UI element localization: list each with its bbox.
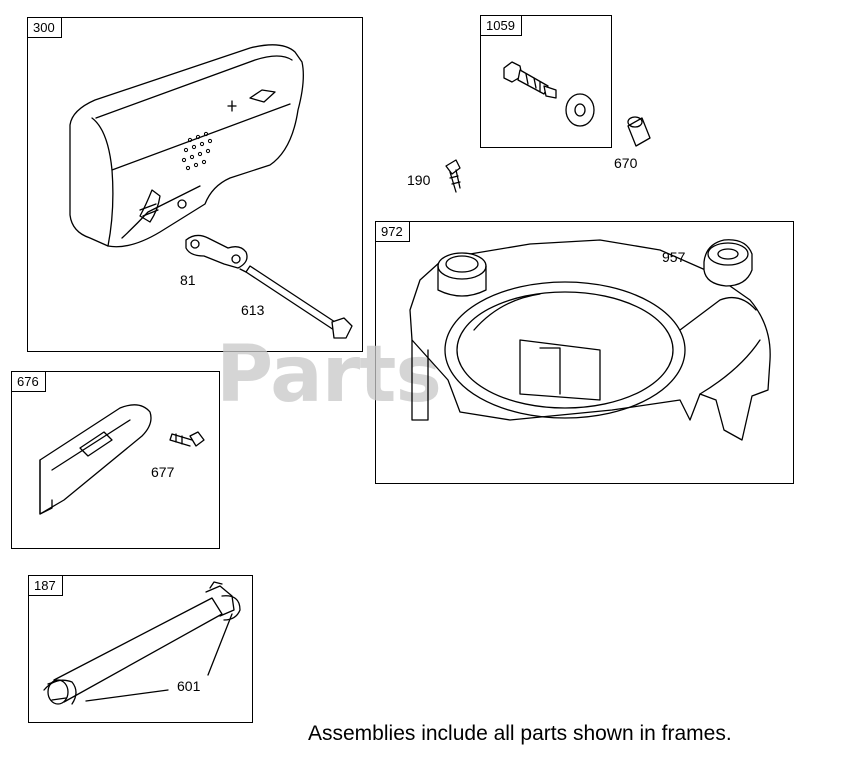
callout-613: 613	[241, 302, 265, 318]
screw-190-illustration	[445, 159, 461, 193]
fuel-cap-illustration	[703, 239, 753, 287]
frame-972: 972	[375, 221, 794, 484]
callout-677: 677	[151, 464, 175, 480]
blower-housing-illustration	[409, 239, 771, 441]
frame-tag-300: 300	[27, 17, 62, 38]
long-screw-illustration	[239, 265, 353, 339]
frame-300: 300	[27, 17, 363, 352]
shoulder-bolt-illustration	[503, 61, 557, 99]
frame-tag-972: 972	[375, 221, 410, 242]
callout-190: 190	[407, 172, 431, 188]
deflector-illustration	[39, 404, 152, 515]
muffler-illustration	[69, 44, 304, 248]
assemblies-note: Assemblies include all parts shown in fr…	[308, 722, 732, 745]
leader-lines	[85, 613, 233, 702]
frame-tag-187: 187	[28, 575, 63, 596]
frame-tag-1059: 1059	[480, 15, 522, 36]
callout-670: 670	[614, 155, 638, 171]
fuel-neck-illustration	[437, 252, 487, 297]
fuel-line-illustration	[47, 581, 235, 705]
spacer-illustration	[185, 234, 248, 269]
bushing-670-illustration	[627, 116, 651, 147]
muffler-vent-holes	[181, 131, 213, 171]
frame-tag-676: 676	[11, 371, 46, 392]
frame-187: 187	[28, 575, 253, 723]
frame-1059: 1059	[480, 15, 612, 148]
screw-677-illustration	[169, 431, 205, 447]
callout-601: 601	[177, 678, 201, 694]
callout-81: 81	[180, 272, 196, 288]
washer-illustration	[565, 93, 595, 127]
callout-957: 957	[662, 249, 686, 265]
frame-676: 676	[11, 371, 220, 549]
